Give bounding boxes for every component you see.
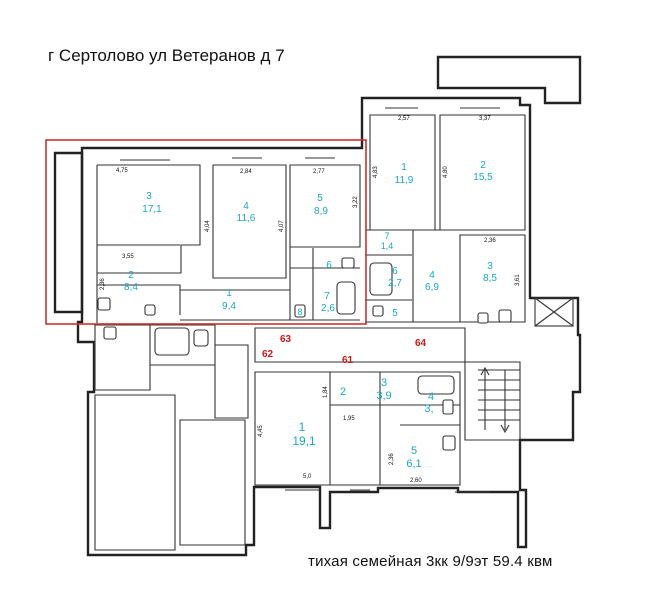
dimension-label: 3,61: [515, 274, 521, 286]
room-area: 8,5: [483, 273, 497, 284]
dimension-label: 1,95: [343, 416, 355, 422]
room-number: 6: [392, 266, 398, 277]
room-number: 5: [317, 193, 323, 204]
room-number: 4: [243, 201, 249, 212]
address-title: г Сертолово ул Ветеранов д 7: [48, 46, 285, 65]
dimension-label: 2,84: [240, 169, 252, 175]
room-area: 8,4: [124, 282, 138, 293]
dimension-label: 4,80: [443, 166, 449, 178]
apartment-number: 61: [342, 355, 354, 366]
room-labels-selected: 3 17,1 4 11,6 5 8,9 2 8,4 1 9,4 6 7 2,6 …: [124, 191, 335, 317]
dimension-label: 2,36: [389, 453, 395, 465]
listing-summary: тихая семейная 3кк 9/9эт 59.4 квм: [308, 553, 553, 570]
apartment-number: 63: [280, 334, 292, 345]
room-number: 2: [128, 270, 134, 281]
room-area: 3,9: [376, 390, 391, 402]
room-area: 2,6: [321, 303, 335, 314]
dimension-label: 4,07: [279, 220, 285, 232]
room-number: 1: [226, 288, 232, 299]
room-number: 7: [384, 231, 389, 241]
dimension-label: 1,84: [323, 386, 329, 398]
dimension-label: 3,37: [479, 116, 491, 122]
dimensions-lower: 1,84 1,95 4,45 5,0 2,36 2,60: [258, 386, 422, 484]
room-number: 4: [429, 270, 435, 281]
room-number: 1: [299, 420, 306, 434]
room-number: 2: [340, 386, 346, 398]
room-area: 6,9: [425, 282, 439, 293]
dimension-label: 2,36: [100, 278, 106, 290]
room-number: 3: [487, 261, 493, 272]
room-labels-lower: 1 19,1 2 3 3,9 4 3, 5 6,1: [292, 377, 434, 470]
dimension-label: 4,75: [116, 168, 128, 174]
dimension-label: 2,77: [313, 169, 325, 175]
dimension-label: 2,36: [484, 238, 496, 244]
dimension-label: 4,83: [373, 166, 379, 178]
selected-apartment-outline: [45, 139, 367, 325]
room-number: 6: [326, 260, 332, 271]
dimension-label: 4,04: [205, 220, 211, 232]
room-number: 5: [411, 445, 417, 457]
dimensions-right: 2,57 3,37 4,83 4,80 2,36 3,61: [373, 116, 521, 286]
room-area: 17,1: [142, 204, 162, 215]
room-area: 8,9: [314, 206, 328, 217]
room-labels-right: 1 11,9 2 15,5 7 1,4 6 2,7 4 6,9 3 8,5 5: [381, 160, 498, 319]
room-area: 11,6: [237, 213, 256, 224]
room-area: 11,9: [395, 175, 414, 186]
dimensions-selected: 4,75 2,84 2,77 3,55 4,04 4,07 3,22 2,36: [100, 168, 359, 290]
room-number: 1: [401, 162, 407, 173]
room-number: 3: [381, 377, 387, 389]
dimension-label: 3,22: [353, 196, 359, 208]
room-number: 4: [428, 391, 434, 403]
dimension-label: 3,55: [122, 254, 134, 260]
room-number: 3: [146, 191, 152, 202]
room-area: 1,4: [381, 241, 394, 251]
room-number: 7: [324, 291, 330, 302]
apartment-numbers: 63 62 61 64: [262, 334, 427, 366]
room-area: 9,4: [222, 301, 236, 312]
room-area: 19,1: [292, 434, 316, 448]
dimension-label: 4,45: [258, 425, 264, 437]
room-area: 2,7: [388, 278, 402, 289]
room-number: 8: [297, 307, 302, 317]
room-number: 2: [480, 160, 486, 171]
apartment-number: 64: [415, 338, 427, 349]
room-area: 3,: [424, 403, 433, 415]
room-number: 5: [392, 308, 398, 319]
dimension-label: 2,57: [398, 116, 410, 122]
room-area: 6,1: [406, 458, 421, 470]
dimension-label: 5,0: [303, 474, 312, 480]
apartment-number: 62: [262, 349, 274, 360]
room-area: 15,5: [473, 172, 493, 183]
dimension-label: 2,60: [410, 478, 422, 484]
